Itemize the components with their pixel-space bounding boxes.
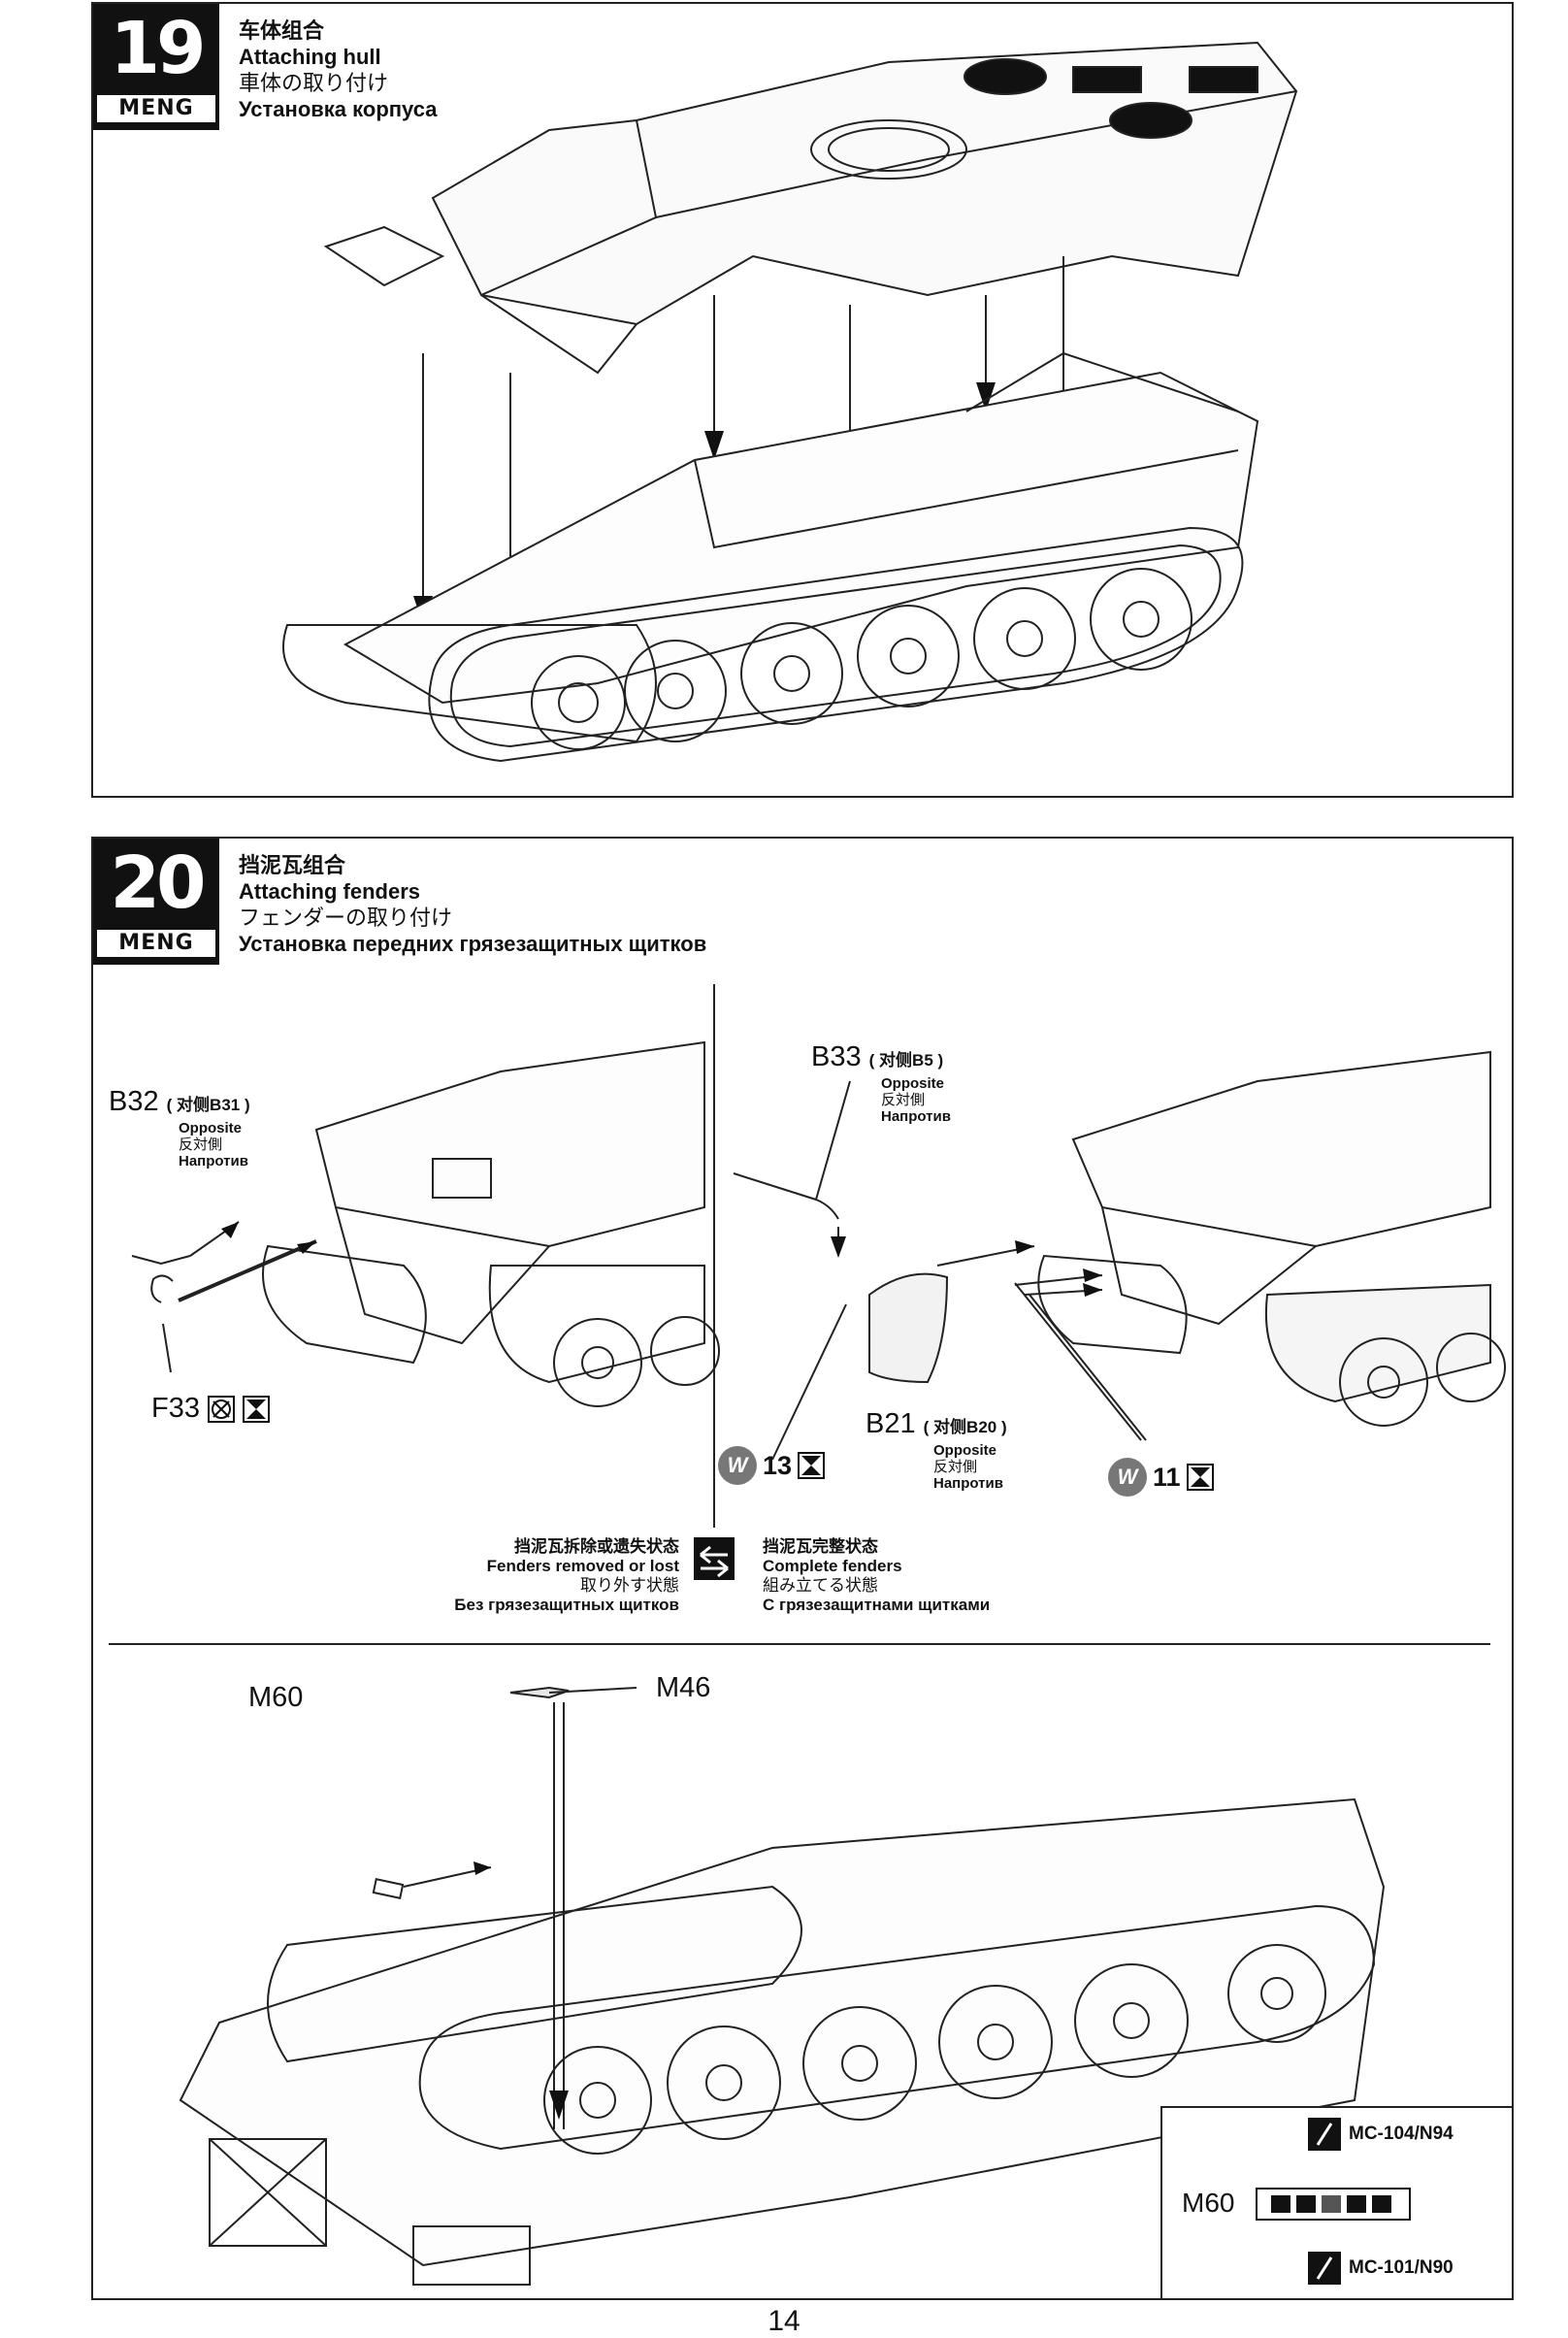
cement-icon <box>1186 1464 1214 1491</box>
part-m46-label: M46 <box>656 1672 711 1703</box>
step-20-badge: 20 MENG <box>93 839 219 965</box>
step-19-badge: 19 MENG <box>93 4 219 130</box>
title-zh: 车体组合 <box>239 18 325 43</box>
w-sprue-icon: W <box>1108 1458 1147 1497</box>
part-f33-label: F33 <box>151 1394 271 1424</box>
cement-icon <box>798 1452 826 1479</box>
title-ru: Установка корпуса <box>239 97 438 121</box>
paint-part-diagram <box>1256 2188 1411 2221</box>
title-ru: Установка передних грязезащитных щитков <box>239 932 707 956</box>
paint-brush-icon <box>1308 2118 1341 2151</box>
step-19-panel: 19 MENG 车体组合 Attaching hull 車体の取り付け Уста… <box>91 2 1514 798</box>
paint-reference-box: MC-104/N94 M60 MC-101/N90 <box>1160 2106 1512 2298</box>
step-19-title: 车体组合 Attaching hull 車体の取り付け Установка ко… <box>239 17 437 122</box>
hull-assembly-illustration <box>282 41 1298 763</box>
title-ja: フェンダーの取り付け <box>239 906 453 930</box>
brand-logo: MENG <box>97 95 215 122</box>
paint-part-label: M60 <box>1182 2188 1235 2218</box>
w-sprue-icon: W <box>718 1446 757 1485</box>
part-b32-note: Opposite 反対側 Напротив <box>179 1120 248 1169</box>
part-b33-label: B33 ( 对侧B5 ) <box>811 1041 944 1072</box>
part-m60-label: M60 <box>248 1682 304 1713</box>
cement-icon <box>243 1396 271 1424</box>
paint-color-bottom: MC-101/N90 <box>1349 2257 1454 2278</box>
step-number: 19 <box>110 7 207 90</box>
part-b32-label: B32 ( 对侧B31 ) <box>109 1086 250 1117</box>
fender-assembly-illustration <box>109 984 1506 2286</box>
paint-brush-icon <box>1308 2252 1341 2285</box>
title-ja: 車体の取り付け <box>239 71 389 95</box>
legend-complete-fenders: 挡泥瓦完整状态 Complete fenders 組み立てる状態 С грязе… <box>763 1537 991 1614</box>
title-en: Attaching fenders <box>239 879 421 904</box>
part-b33-note: Opposite 反対側 Напротив <box>881 1075 951 1125</box>
part-b21-note: Opposite 反対側 Напротив <box>933 1442 1003 1492</box>
part-w13-callout: W 13 <box>718 1446 826 1485</box>
step-20-panel: 20 MENG 挡泥瓦组合 Attaching fenders フェンダーの取り… <box>91 837 1514 2300</box>
part-b21-label: B21 ( 对侧B20 ) <box>866 1408 1007 1439</box>
legend-fenders-removed: 挡泥瓦拆除或遗失状态 Fenders removed or lost 取り外す状… <box>454 1537 679 1614</box>
swap-arrows-icon <box>694 1537 735 1580</box>
step-number: 20 <box>110 841 207 925</box>
part-w11-callout: W 11 <box>1108 1458 1214 1497</box>
title-zh: 挡泥瓦组合 <box>239 853 346 877</box>
paint-color-top: MC-104/N94 <box>1349 2124 1454 2144</box>
step-20-title: 挡泥瓦组合 Attaching fenders フェンダーの取り付け Устан… <box>239 852 706 957</box>
optional-part-icon <box>208 1396 236 1424</box>
title-en: Attaching hull <box>239 45 381 69</box>
brand-logo: MENG <box>97 930 215 957</box>
page-number: 14 <box>768 2305 800 2337</box>
